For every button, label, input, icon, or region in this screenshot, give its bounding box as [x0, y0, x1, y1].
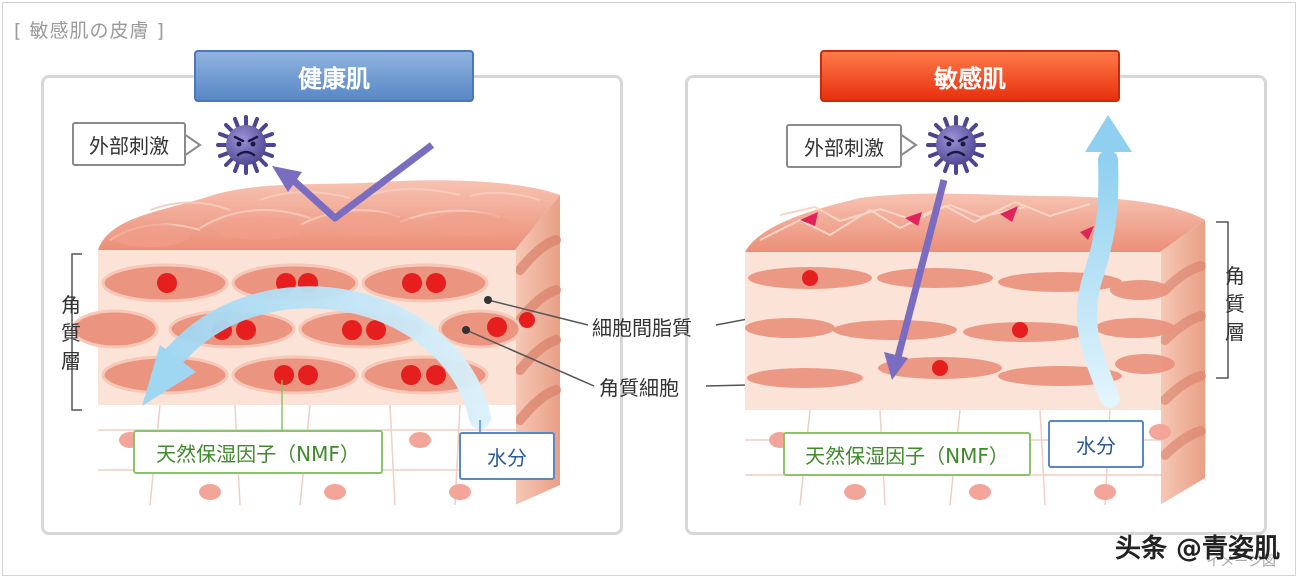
water-label: 水分: [1048, 420, 1144, 468]
stimulus-blocked-arrow: [290, 142, 435, 222]
watermark: 头条 @青姿肌: [1114, 534, 1280, 564]
nmf-label: 天然保湿因子（NMF）: [783, 432, 1031, 476]
water-escape-arrow: [1076, 150, 1120, 408]
water-arrowhead: [142, 345, 196, 406]
sensitive-skin-banner: 敏感肌: [820, 50, 1120, 102]
page-title: [ 敏感肌の皮膚 ]: [14, 20, 165, 42]
water-label: 水分: [459, 432, 555, 480]
layer-bracket: [1216, 221, 1229, 379]
stimulus-penetrating-arrow: [892, 179, 948, 366]
stratum-corneum-label: 角質層: [1225, 264, 1245, 344]
stratum-corneum-label: 角質層: [61, 293, 81, 373]
external-stimulus-label: 外部刺激: [786, 124, 902, 168]
virus-icon: [926, 115, 986, 175]
image-credit: イメージ図: [1206, 554, 1276, 570]
intercellular-lipid-label: 細胞間脂質: [592, 316, 692, 340]
virus-icon: [216, 115, 276, 175]
water-retention-arrow: [159, 286, 491, 429]
healthy-skin-banner: 健康肌: [194, 50, 474, 102]
layer-bracket: [71, 253, 82, 411]
external-stimulus-label: 外部刺激: [72, 122, 186, 166]
nmf-label: 天然保湿因子（NMF）: [133, 430, 383, 474]
corneocyte-label: 角質細胞: [599, 376, 679, 400]
